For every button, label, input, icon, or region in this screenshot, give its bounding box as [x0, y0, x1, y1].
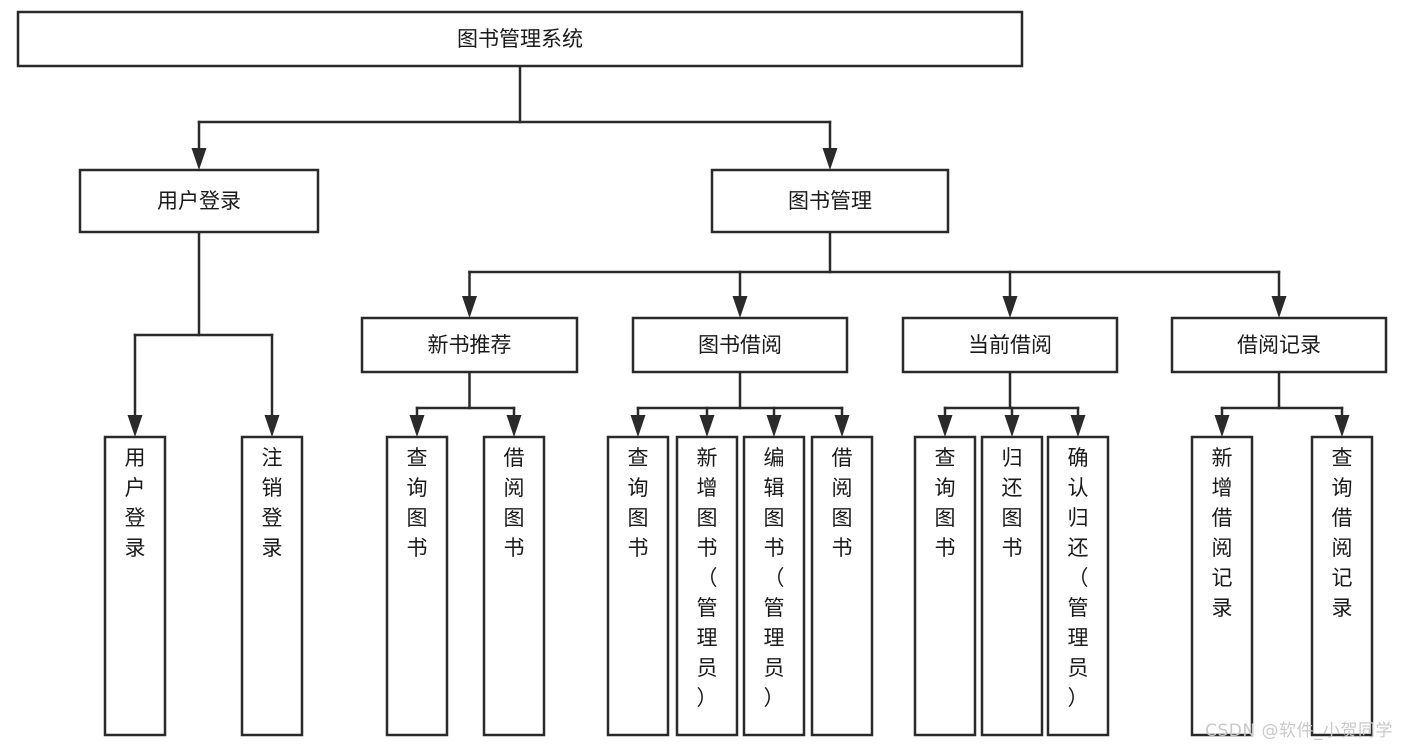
node-box-leaf-rec-borrow [482, 435, 546, 737]
node-box-leaf-cb-return [980, 435, 1044, 737]
node-box-book-borrow [631, 316, 849, 374]
connector-group-current-borrow [937, 370, 1086, 437]
node-book-borrow[interactable]: 图书借阅 [631, 316, 849, 374]
node-label-leaf-logout: 注销登录 [262, 446, 283, 560]
node-box-leaf-bb-add [675, 435, 739, 737]
node-label-borrow-record: 借阅记录 [1237, 333, 1321, 357]
node-label-leaf-cb-query: 查询图书 [935, 446, 956, 560]
node-label-book-manage: 图书管理 [788, 189, 872, 213]
node-box-borrow-record [1170, 316, 1388, 374]
node-label-new-book-rec: 新书推荐 [428, 333, 512, 357]
node-label-leaf-bb-query: 查询图书 [628, 446, 649, 560]
node-leaf-logout[interactable]: 注销登录 [240, 435, 304, 737]
node-label-leaf-user-login: 用户登录 [125, 446, 146, 560]
connector-group-book-borrow [630, 370, 850, 437]
node-box-leaf-cb-confirm [1046, 435, 1110, 737]
node-box-leaf-rec-query [385, 435, 449, 737]
node-box-user-login [78, 168, 320, 234]
connector-group-borrow-record [1214, 370, 1350, 437]
node-box-leaf-bb-edit [742, 435, 806, 737]
node-leaf-cb-confirm[interactable]: 确认归还（管理员） [1046, 435, 1110, 737]
connector-group-new-book-rec [409, 370, 522, 437]
connector-layer [127, 64, 1350, 437]
node-label-leaf-cb-return: 归还图书 [1002, 446, 1023, 560]
node-box-leaf-bb-borrow [810, 435, 874, 737]
node-box-leaf-logout [240, 435, 304, 737]
node-root[interactable]: 图书管理系统 [16, 10, 1024, 68]
node-leaf-user-login[interactable]: 用户登录 [103, 435, 167, 737]
node-box-leaf-br-add [1190, 435, 1254, 737]
node-leaf-br-add[interactable]: 新增借阅记录 [1190, 435, 1254, 737]
node-label-user-login: 用户登录 [157, 189, 241, 213]
node-box-leaf-cb-query [913, 435, 977, 737]
node-book-manage[interactable]: 图书管理 [710, 168, 950, 234]
node-label-leaf-rec-query: 查询图书 [407, 446, 428, 560]
node-borrow-record[interactable]: 借阅记录 [1170, 316, 1388, 374]
connector-group-root [191, 64, 838, 170]
node-leaf-cb-query[interactable]: 查询图书 [913, 435, 977, 737]
node-box-root [16, 10, 1024, 68]
node-current-borrow[interactable]: 当前借阅 [901, 316, 1119, 374]
node-leaf-bb-query[interactable]: 查询图书 [606, 435, 670, 737]
node-leaf-rec-query[interactable]: 查询图书 [385, 435, 449, 737]
node-user-login[interactable]: 用户登录 [78, 168, 320, 234]
node-box-book-manage [710, 168, 950, 234]
csdn-watermark: CSDN @软件_小贺同学 [1205, 721, 1393, 741]
node-leaf-rec-borrow[interactable]: 借阅图书 [482, 435, 546, 737]
node-label-leaf-bb-edit: 编辑图书（管理员） [764, 446, 785, 710]
node-layer: 图书管理系统用户登录图书管理新书推荐图书借阅当前借阅借阅记录用户登录注销登录查询… [16, 10, 1388, 737]
node-label-current-borrow: 当前借阅 [968, 333, 1052, 357]
connector-group-book-manage [462, 230, 1287, 318]
node-label-leaf-rec-borrow: 借阅图书 [504, 446, 525, 560]
node-box-leaf-user-login [103, 435, 167, 737]
node-new-book-rec[interactable]: 新书推荐 [360, 316, 579, 374]
node-leaf-br-query[interactable]: 查询借阅记录 [1310, 435, 1374, 737]
node-label-leaf-bb-borrow: 借阅图书 [832, 446, 853, 560]
node-label-leaf-bb-add: 新增图书（管理员） [697, 446, 718, 710]
node-label-book-borrow: 图书借阅 [698, 333, 782, 357]
node-label-leaf-br-add: 新增借阅记录 [1212, 446, 1233, 620]
node-label-root: 图书管理系统 [457, 27, 583, 51]
node-leaf-bb-add[interactable]: 新增图书（管理员） [675, 435, 739, 737]
node-box-current-borrow [901, 316, 1119, 374]
node-label-leaf-br-query: 查询借阅记录 [1332, 446, 1353, 620]
node-leaf-bb-borrow[interactable]: 借阅图书 [810, 435, 874, 737]
node-leaf-bb-edit[interactable]: 编辑图书（管理员） [742, 435, 806, 737]
node-box-leaf-bb-query [606, 435, 670, 737]
node-box-leaf-br-query [1310, 435, 1374, 737]
node-box-new-book-rec [360, 316, 579, 374]
node-label-leaf-cb-confirm: 确认归还（管理员） [1068, 446, 1089, 710]
node-leaf-cb-return[interactable]: 归还图书 [980, 435, 1044, 737]
connector-group-user-login [127, 230, 280, 437]
